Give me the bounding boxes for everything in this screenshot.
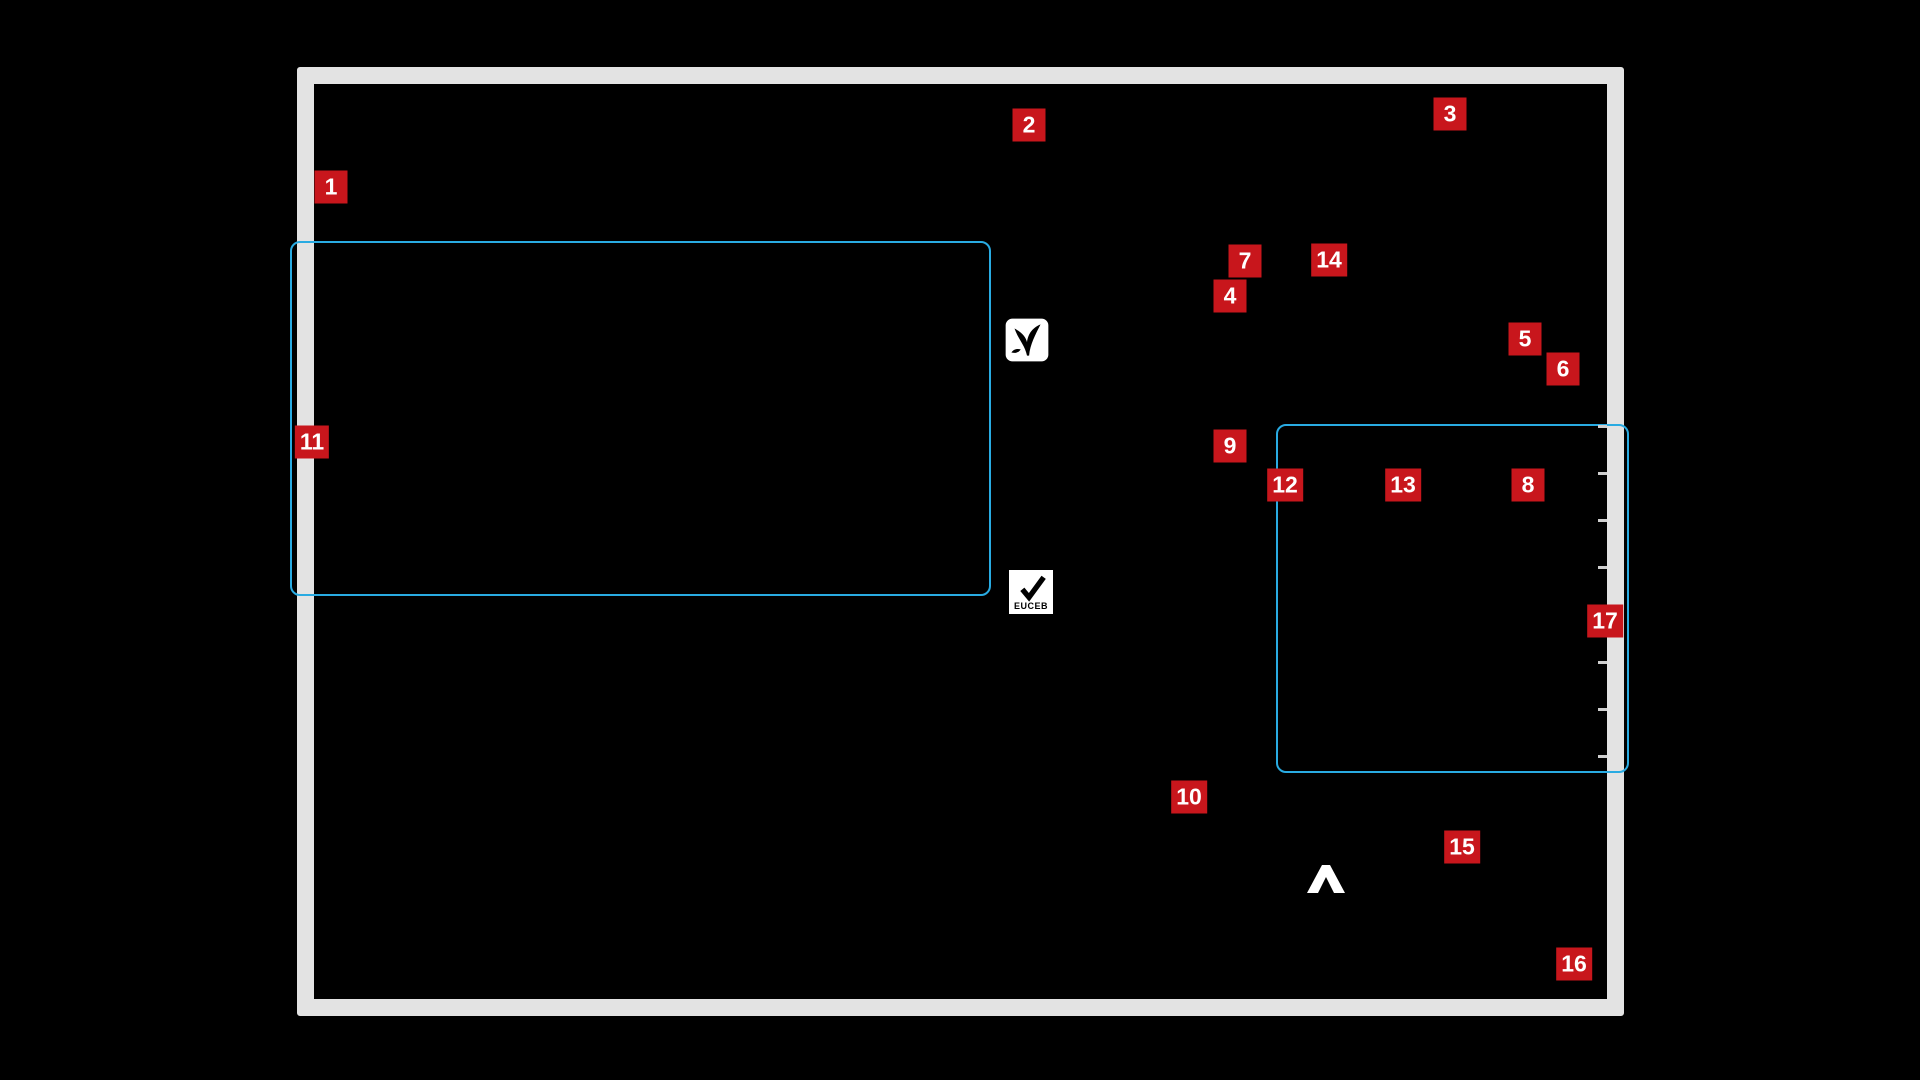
callout-12: 12 — [1267, 468, 1303, 502]
callout-4: 4 — [1213, 279, 1247, 313]
callout-9: 9 — [1213, 429, 1247, 463]
tick-mark — [1598, 755, 1607, 758]
tick-mark — [1598, 661, 1607, 664]
callout-16: 16 — [1556, 947, 1592, 981]
tick-mark — [1598, 472, 1607, 475]
callout-8: 8 — [1511, 468, 1545, 502]
tick-mark — [1598, 519, 1607, 522]
label-frame — [297, 67, 1624, 1016]
callout-5: 5 — [1508, 322, 1542, 356]
callout-13: 13 — [1385, 468, 1421, 502]
callout-15: 15 — [1444, 830, 1480, 864]
tick-mark — [1598, 566, 1607, 569]
mountain-brand-logo — [1303, 863, 1349, 895]
callout-10: 10 — [1171, 780, 1207, 814]
callout-6: 6 — [1546, 352, 1580, 386]
callout-11: 11 — [294, 425, 330, 459]
callout-7: 7 — [1228, 244, 1262, 278]
highlight-region-right — [1276, 424, 1629, 773]
euceb-label: EUCEB — [1013, 601, 1048, 611]
plant-certification-icon — [1002, 315, 1052, 365]
callout-3: 3 — [1433, 97, 1467, 131]
highlight-region-left — [290, 241, 991, 596]
tick-mark — [1598, 425, 1607, 428]
tick-mark — [1598, 708, 1607, 711]
callout-17: 17 — [1587, 604, 1623, 638]
callout-2: 2 — [1012, 108, 1046, 142]
euceb-checkmark-icon: EUCEB — [1007, 568, 1055, 616]
callout-14: 14 — [1311, 243, 1347, 277]
callout-1: 1 — [314, 170, 348, 204]
